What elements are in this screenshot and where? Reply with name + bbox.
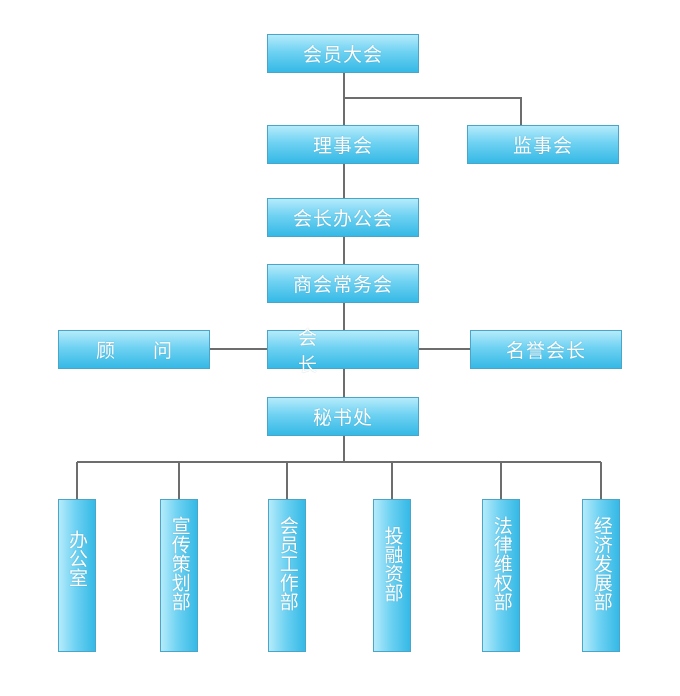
- node-dept-office: 办公室: [58, 499, 96, 652]
- node-president-office: 会长办公会: [267, 198, 419, 237]
- node-council: 理事会: [267, 125, 419, 164]
- node-dept-publicity: 宣传策划部: [160, 499, 198, 652]
- node-general-assembly: 会员大会: [267, 34, 419, 73]
- node-honorary-president: 名誉会长: [470, 330, 622, 369]
- node-dept-investment-label: 投融资部: [381, 526, 404, 602]
- node-dept-legal-label: 法律维权部: [490, 516, 513, 611]
- node-dept-investment: 投融资部: [373, 499, 411, 652]
- line-assembly-supervisory: [344, 97, 522, 126]
- node-dept-legal: 法律维权部: [482, 499, 520, 652]
- node-president: 会 长: [267, 327, 419, 376]
- node-dept-publicity-label: 宣传策划部: [168, 516, 191, 611]
- node-supervisory-board: 监事会: [467, 125, 619, 164]
- node-advisor: 顾 问: [58, 330, 210, 369]
- node-dept-economic: 经济发展部: [582, 499, 620, 652]
- node-dept-member-affairs-label: 会员工作部: [276, 516, 299, 611]
- node-dept-office-label: 办公室: [66, 530, 88, 587]
- node-secretariat: 秘书处: [267, 397, 419, 436]
- node-standing-committee: 商会常务会: [267, 264, 419, 303]
- node-dept-member-affairs: 会员工作部: [268, 499, 306, 652]
- node-dept-economic-label: 经济发展部: [590, 516, 613, 611]
